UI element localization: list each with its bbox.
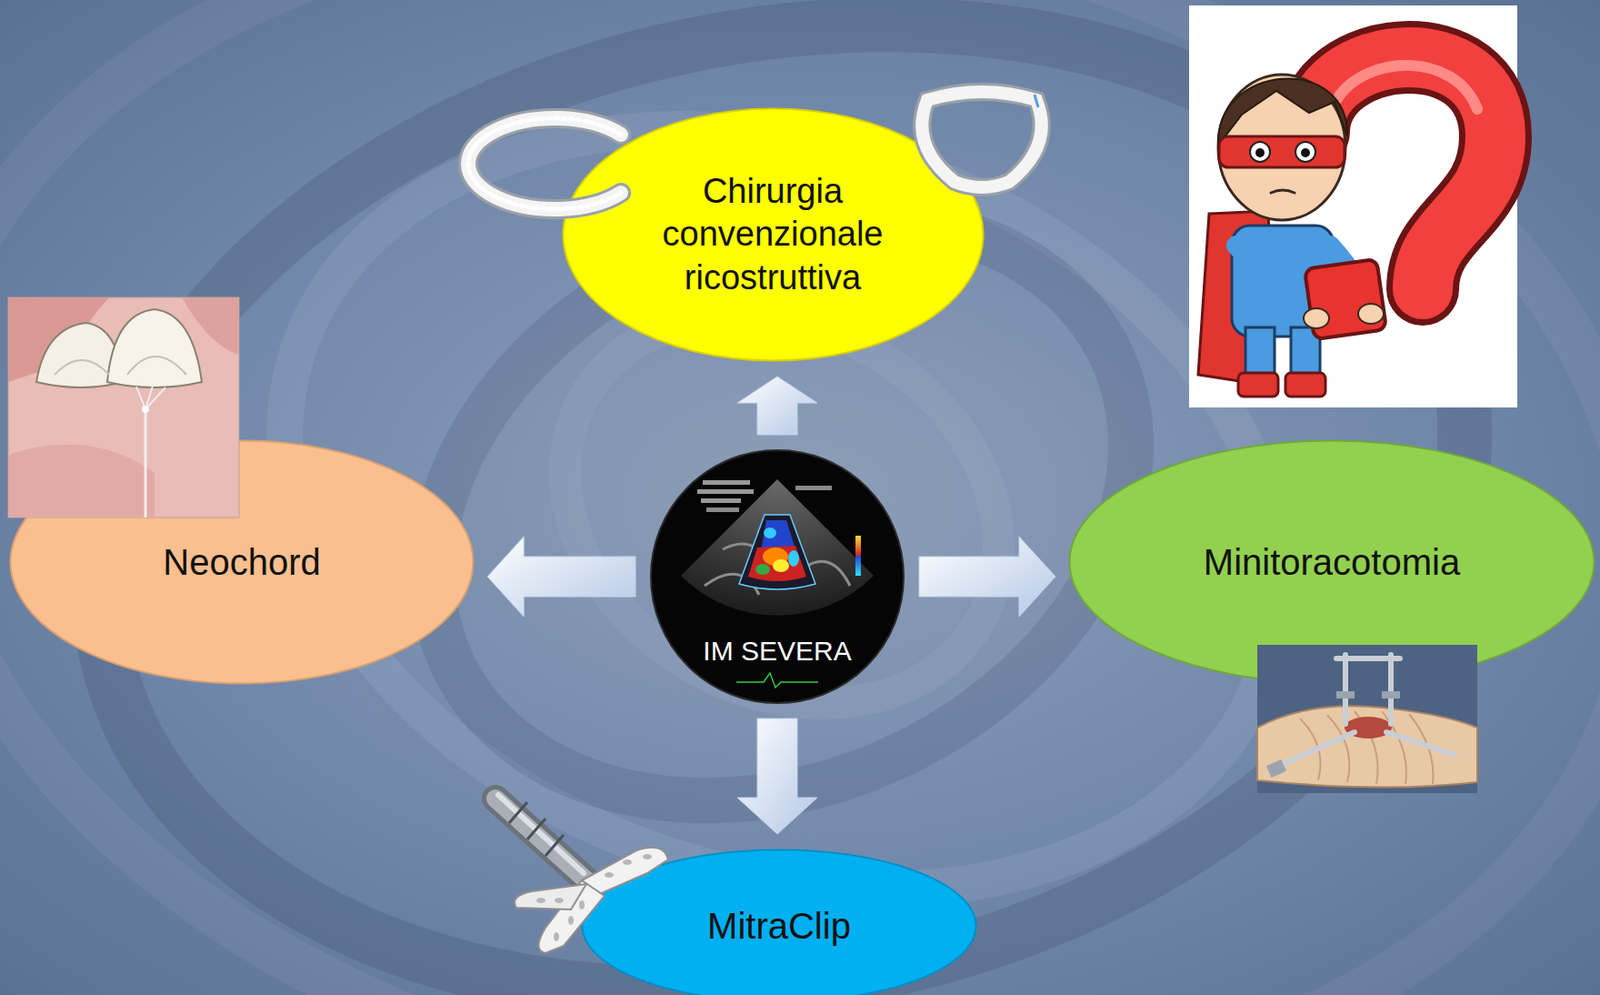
echo-circle: IM SEVERA (650, 449, 905, 704)
node-label: Chirurgia convenzionale ricostruttiva (636, 170, 910, 300)
closed-ring (921, 91, 1041, 188)
minithoracotomy-illustration (1257, 644, 1478, 793)
question-cartoon (1189, 5, 1518, 408)
node-label: Minitoracotomia (1203, 539, 1460, 585)
node-label: MitraClip (707, 902, 851, 949)
block-arrow (919, 536, 1056, 617)
block-arrow (487, 536, 636, 617)
block-arrow (737, 376, 818, 435)
node-label: IM SEVERA (702, 633, 851, 669)
echo-image (650, 449, 905, 704)
node-label: Neochord (162, 539, 320, 585)
neochord-illustration (8, 297, 240, 518)
block-arrow (737, 718, 818, 834)
